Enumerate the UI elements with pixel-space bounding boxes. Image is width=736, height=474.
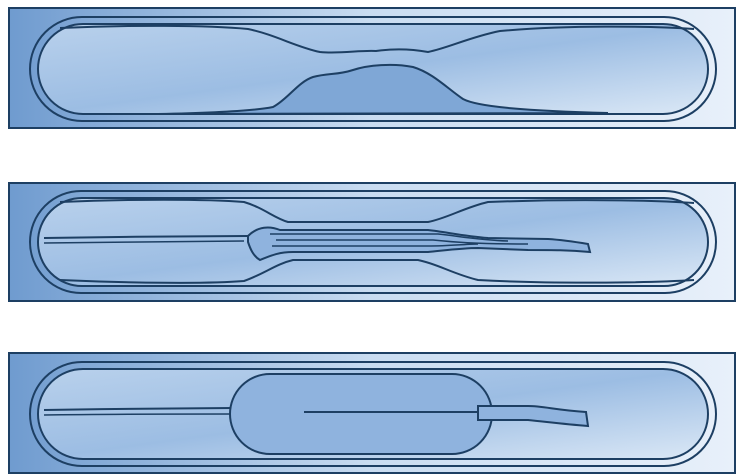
inflated-balloon-illustration	[8, 352, 736, 474]
panel-stenosis	[8, 7, 736, 129]
panel-wire-and-deflated-balloon	[8, 182, 736, 302]
inflated-balloon	[230, 374, 492, 454]
panel-inflated-balloon	[8, 352, 736, 474]
stenosis-illustration	[8, 7, 736, 129]
deflated-balloon-illustration	[8, 182, 736, 302]
